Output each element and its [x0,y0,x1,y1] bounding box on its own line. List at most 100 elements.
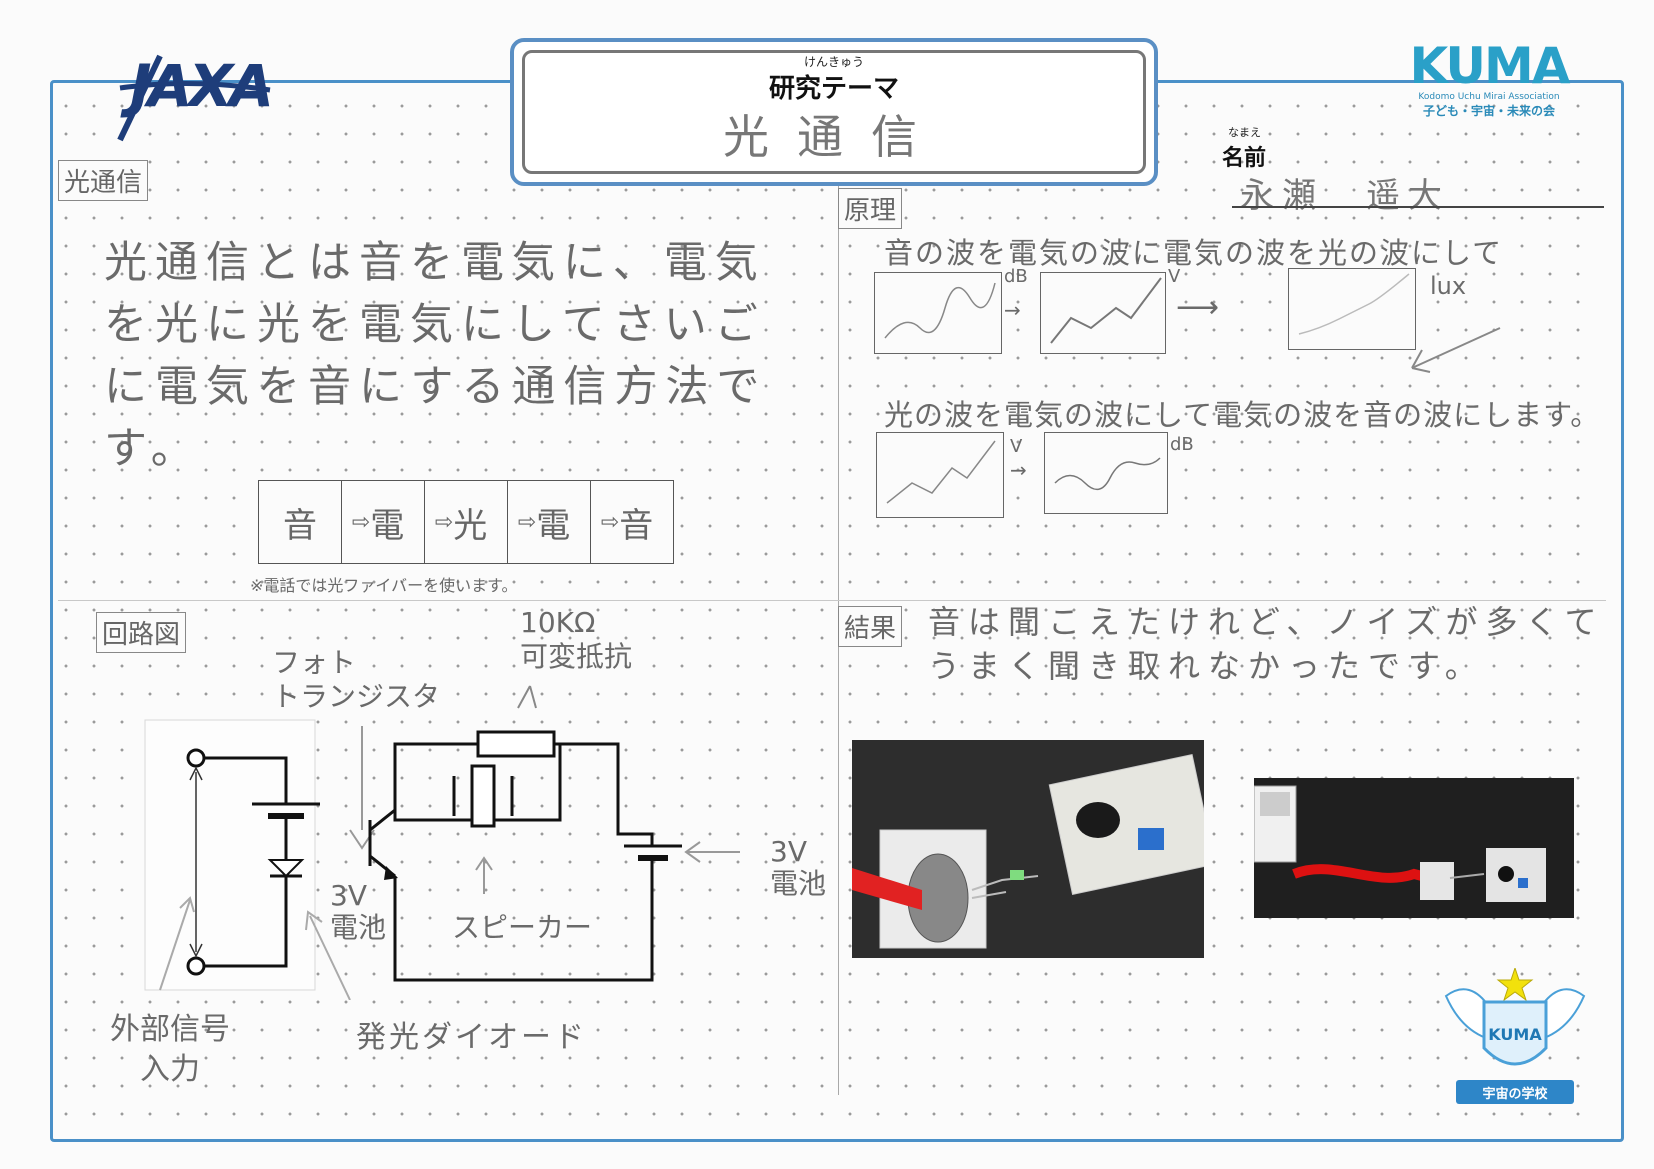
input-pointer-icon [159,896,195,991]
resistor-pointer-icon [517,685,537,709]
flow-cell: ⇨電 [508,481,591,563]
unit-db2-label: dB [1170,434,1194,455]
resistor-icon [476,730,556,758]
led-diode-icon [267,859,305,878]
flow-arrow-icon: ⇨ [351,509,371,535]
wire [616,830,654,846]
flow-label: 電 [536,505,571,546]
phototransistor-label: フォト トランジスタ [272,646,441,713]
photo-closeup-drawing [852,753,1204,949]
speaker-icon [470,764,496,828]
school-banner [1456,1080,1574,1104]
shield-icon [1482,1000,1548,1066]
sound-wave-line [884,282,996,339]
theme-inner: けんきゅう 研究テーマ 光通信 [522,50,1146,174]
kuma-logo: KUMA [1409,37,1571,95]
circuit-diagram [144,685,740,1000]
flow-label: 電 [370,505,405,546]
light-wave-graph [1288,268,1416,350]
theme-value: 光通信 [723,110,945,164]
sound-wave-graph [874,272,1002,354]
intro-section-label: 光通信 [58,160,149,201]
breadboard [1486,848,1546,902]
photo-wide-drawing [1254,785,1546,902]
led-icon [1010,870,1024,880]
space-school-emblem: KUMA 宇宙の学校 [1444,968,1586,1104]
voltage-wave-graph [1040,272,1166,354]
unit-lux-label: lux [1430,272,1467,300]
theme-furigana: けんきゅう [803,55,864,69]
theme-label: 研究テーマ [768,74,899,104]
theme-box: けんきゅう 研究テーマ 光通信 [510,38,1158,186]
battery-left-label: 3V 電池 [330,879,387,944]
school-logo-text: KUMA [1488,1025,1542,1044]
flow-label: 音 [283,505,317,546]
input-label: 外部信号 入力 [110,1012,230,1087]
flow-label: 光 [453,505,488,546]
jaxa-logo-swoosh-icon [117,54,271,142]
unit-v-label: V [1168,266,1181,287]
flow-arrow-icon: ⇨ [600,509,620,535]
light-wave-line [1298,273,1410,335]
light-in-line [886,440,996,504]
unit-db-label: dB [1004,266,1028,287]
red-cable [852,868,922,910]
red-cable [1292,864,1432,883]
name-furigana: なまえ [1228,126,1261,139]
input-terminal-top [186,748,206,768]
name-block: なまえ 名前 [1222,124,1266,172]
buzzer-icon [1498,866,1514,882]
circuit-section-label: 回路図 [96,612,187,653]
sound-out-graph [1044,432,1168,514]
unit-v2-label: V [1010,436,1023,457]
flow-cell: ⇨音 [591,481,673,563]
resistor-label: 10KΩ 可変抵抗 [520,606,633,673]
buzzer-icon [1076,802,1120,838]
speaker-label: スピーカー [452,911,593,944]
jaxa-logo: JAXA [130,52,274,120]
principle-line-1: 音の波を電気の波に電気の波を光の波にして [884,236,1504,270]
school-name: 宇宙の学校 [1482,1086,1548,1102]
flow-arrow-icon: ⇨ [434,509,454,535]
wire [393,856,654,982]
long-arrow-icon: ⟶ [1176,290,1220,325]
kuma-subtitle-jp: 子ども・宇宙・未来の会 [1422,104,1555,118]
name-underline [1232,206,1604,208]
flow-cell: ⇨光 [425,481,508,563]
led-label: 発光ダイオード [356,1020,587,1055]
speaker-plates [452,776,514,816]
flow-cell: 音 [259,481,342,563]
flow-arrow-icon: ⇨ [517,509,537,535]
small-breadboard [1420,862,1454,900]
experiment-photo-wide [1254,778,1574,918]
battery-right-label: 3V 電池 [770,835,827,900]
potentiometer-icon [1518,878,1528,888]
name-value: 永瀬 遥大 [1240,176,1450,216]
fiber-note: ※電話では光ファイバーを使います。 [250,576,518,595]
result-section-label: 結果 [838,606,903,647]
principle-section-label: 原理 [838,188,903,229]
conversion-flow: 音 ⇨電 ⇨光 ⇨電 ⇨音 [258,480,674,564]
result-text: 音は聞こえたけれど、ノイズが多くてうまく聞き取れなかったです。 [928,603,1605,685]
arrow-icon: → [1010,458,1027,482]
flow-label: 音 [619,505,654,546]
voltage-wave-line [1050,277,1162,344]
return-arrow-icon [1411,327,1501,373]
wire [204,876,288,968]
sound-out-line [1054,457,1161,491]
diagram-paper [144,719,316,991]
star-icon [1496,968,1534,1002]
light-in-graph [876,432,1004,518]
horizontal-divider [58,600,1606,601]
input-terminal-bottom [186,956,206,976]
kuma-logo-block: KUMA Kodomo Uchu Mirai Association 子ども・宇… [1404,40,1574,119]
arrow-icon: → [1004,298,1021,322]
intro-text: 光通信とは音を電気に、電気を光に光を電気にしてさいごに電気を音にする通信方法です… [104,238,768,474]
kuma-subtitle: Kodomo Uchu Mirai Association [1418,92,1560,102]
led-pointer-icon [305,910,351,1000]
principle-line-2: 光の波を電気の波にして電気の波を音の波にします。 [884,398,1601,432]
potentiometer-icon [1138,828,1164,850]
speaker-pointer-icon [475,856,493,894]
flow-cell: ⇨電 [342,481,425,563]
experiment-photo-closeup [852,740,1204,958]
